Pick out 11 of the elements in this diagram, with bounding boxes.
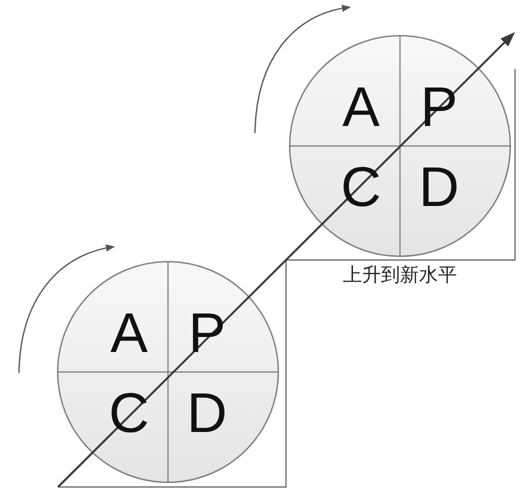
phase-letter: A	[110, 305, 148, 361]
quadrant-sector	[289, 35, 400, 146]
cycle-circle	[57, 261, 279, 483]
phase-letter: D	[186, 385, 228, 441]
cycle-circle	[289, 35, 511, 257]
phase-letter: A	[342, 79, 380, 135]
quadrant-sector	[400, 146, 511, 257]
quadrant-sector	[57, 261, 168, 372]
step-label: 上升到新水平	[343, 266, 457, 287]
phase-letter: D	[418, 159, 460, 215]
quadrant-sector	[168, 372, 279, 483]
